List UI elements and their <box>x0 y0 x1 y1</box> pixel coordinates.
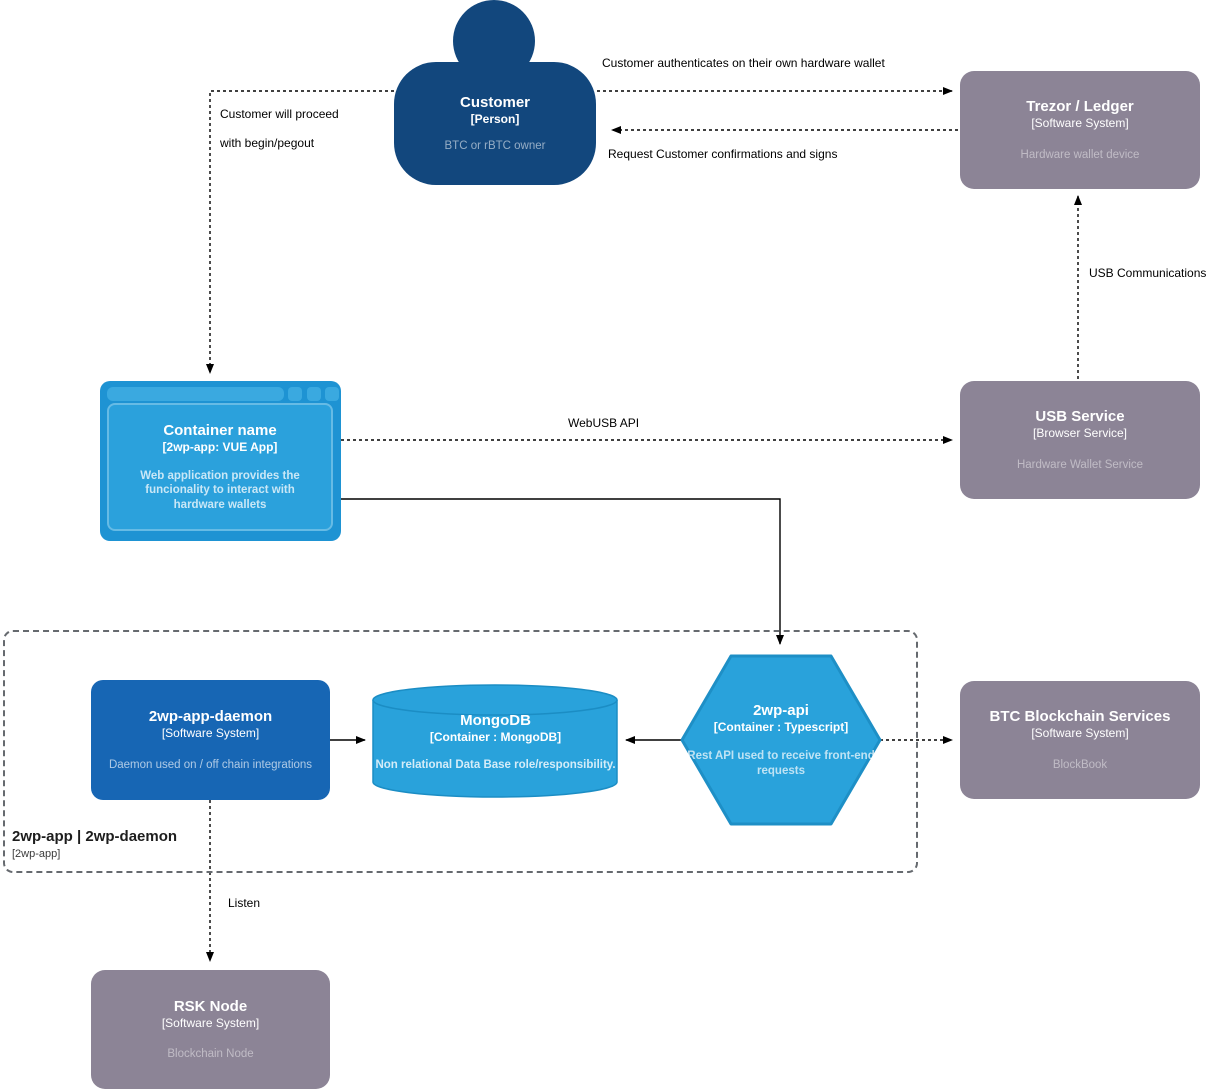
api-title: 2wp-api <box>753 701 809 719</box>
customer-node: Customer [Person] BTC or rBTC owner <box>394 62 596 185</box>
customer-title: Customer <box>459 93 530 111</box>
mongodb-type: [Container : MongoDB] <box>429 730 562 745</box>
usb-service-desc: Hardware Wallet Service <box>1016 458 1144 471</box>
webapp-desc: Web application provides the funcionalit… <box>140 469 300 511</box>
edge-label-webusb: WebUSB API <box>566 416 642 431</box>
edge-label-proceed-line1: Customer will proceed <box>218 107 341 122</box>
trezor-title: Trezor / Ledger <box>1026 98 1134 116</box>
webapp-container-body: Container name [2wp-app: VUE App] Web ap… <box>107 403 333 531</box>
usb-service-node: USB Service [Browser Service] Hardware W… <box>960 381 1200 499</box>
webapp-title: Container name <box>163 421 277 439</box>
webapp-type: [2wp-app: VUE App] <box>162 439 278 454</box>
edge-label-listen: Listen <box>226 896 263 911</box>
browser-window-button-icon <box>307 387 321 401</box>
edge-label-authenticates: Customer authenticates on their own hard… <box>600 56 887 71</box>
customer-desc: BTC or rBTC owner <box>444 140 546 153</box>
edge-label-proceed-line2: with begin/pegout <box>218 136 317 151</box>
trezor-desc: Hardware wallet device <box>1020 148 1140 161</box>
webapp-container-node: Container name [2wp-app: VUE App] Web ap… <box>100 381 341 541</box>
rsk-node: RSK Node [Software System] Blockchain No… <box>91 970 330 1089</box>
rsk-desc: Blockchain Node <box>167 1048 254 1061</box>
daemon-node: 2wp-app-daemon [Software System] Daemon … <box>91 680 330 800</box>
mongodb-title: MongoDB <box>460 712 531 730</box>
api-node: 2wp-api [Container : Typescript] Rest AP… <box>682 654 880 826</box>
rsk-title: RSK Node <box>173 997 248 1015</box>
btc-blockchain-node: BTC Blockchain Services [Software System… <box>960 681 1200 799</box>
browser-window-button-icon <box>325 387 339 401</box>
usb-service-title: USB Service <box>1035 408 1125 426</box>
edge-label-request: Request Customer confirmations and signs <box>606 147 840 162</box>
edge-customer-proceed <box>206 90 394 374</box>
browser-address-bar <box>107 387 284 401</box>
trezor-type: [Software System] <box>1031 116 1129 131</box>
edge-webapp-to-api <box>341 498 784 645</box>
daemon-desc: Daemon used on / off chain integrations <box>108 758 313 771</box>
boundary-subtitle: [2wp-app] <box>12 848 61 860</box>
btc-desc: BlockBook <box>1052 758 1108 771</box>
api-type: [Container : Typescript] <box>713 719 849 734</box>
mongodb-node: MongoDB [Container : MongoDB] Non relati… <box>373 690 618 794</box>
rsk-type: [Software System] <box>161 1015 260 1030</box>
btc-title: BTC Blockchain Services <box>989 708 1171 726</box>
browser-window-button-icon <box>288 387 302 401</box>
daemon-type: [Software System] <box>161 726 260 741</box>
usb-service-type: [Browser Service] <box>1032 426 1128 441</box>
trezor-ledger-node: Trezor / Ledger [Software System] Hardwa… <box>960 71 1200 189</box>
app-boundary <box>3 630 918 873</box>
api-desc: Rest API used to receive front-end reque… <box>687 750 875 777</box>
customer-type: [Person] <box>470 111 520 126</box>
edge-label-usb-communications: USB Communications <box>1087 266 1209 281</box>
boundary-title: 2wp-app | 2wp-daemon <box>12 828 178 845</box>
mongodb-desc: Non relational Data Base role/responsibi… <box>375 758 616 771</box>
daemon-title: 2wp-app-daemon <box>148 708 273 726</box>
btc-type: [Software System] <box>1031 726 1129 741</box>
